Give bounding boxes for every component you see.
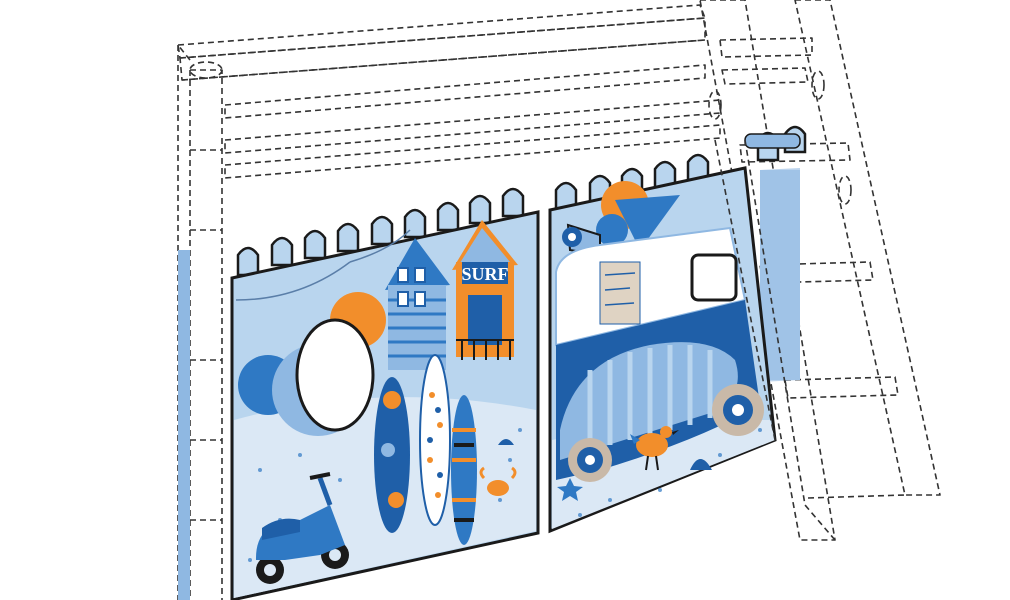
surf-hut-icon: SURF — [452, 220, 518, 360]
van-sign-board — [599, 261, 641, 325]
side-curtain-left — [178, 250, 190, 600]
van-icon — [555, 226, 764, 482]
curtain-panel-right — [548, 125, 807, 534]
curtain-panel-left: SURF — [230, 187, 540, 600]
curtain-loops-left — [236, 187, 525, 277]
van-window — [690, 253, 738, 302]
curtain-rod — [744, 133, 801, 149]
scooter-icon — [255, 472, 349, 584]
shell-icon — [690, 459, 712, 470]
crab-icon — [479, 466, 517, 496]
bird-icon — [630, 426, 679, 471]
shell-icon — [498, 439, 514, 445]
starfish-icon — [557, 478, 583, 501]
surfboard-icon — [374, 354, 477, 545]
porthole-window — [295, 318, 375, 432]
ladder-front — [714, 139, 836, 541]
surf-sign: SURF — [461, 264, 508, 284]
